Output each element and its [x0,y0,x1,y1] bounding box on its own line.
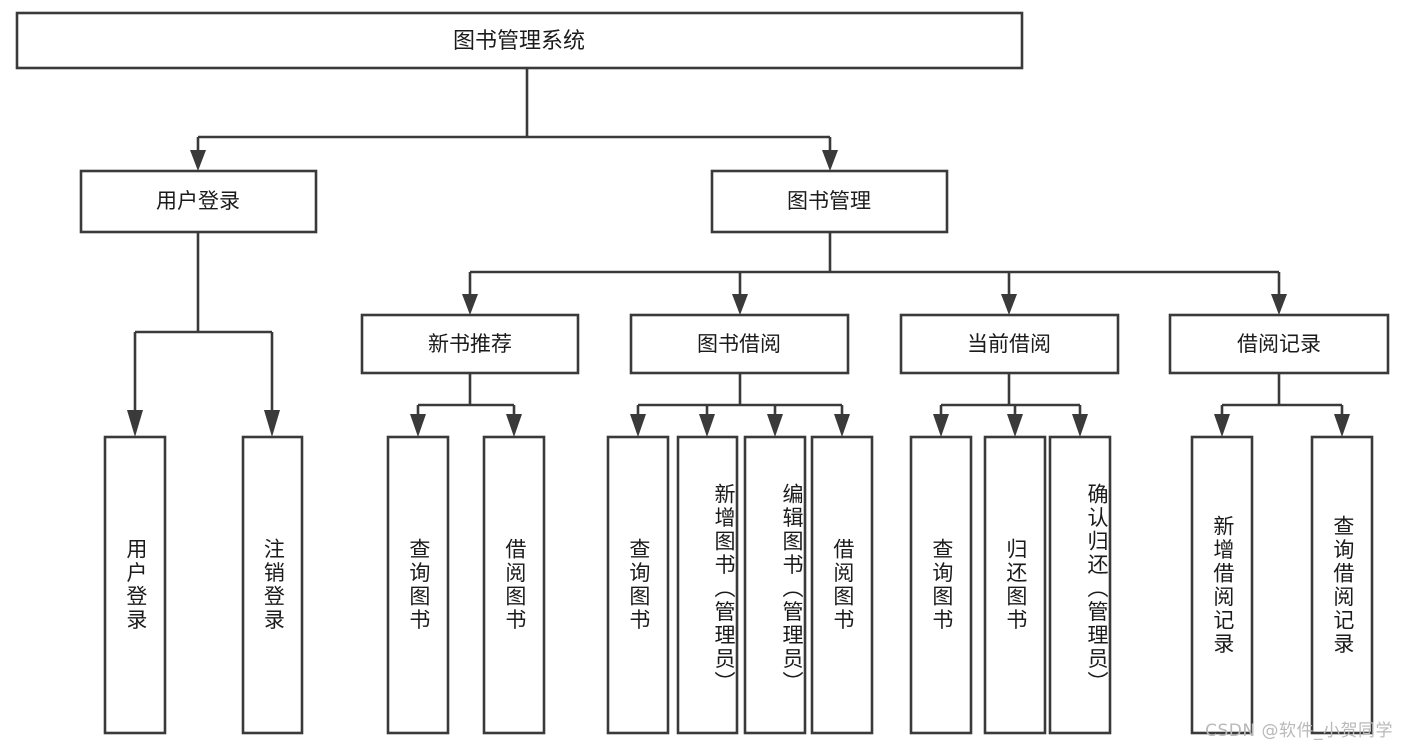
node-leaf-edit-book-box[interactable] [743,435,807,735]
node-user-login-box[interactable] [79,169,318,234]
node-root-box[interactable] [15,11,1024,70]
node-user-login-label: 用户登录 [156,189,240,213]
node-leaf-query-record-box[interactable] [1310,435,1374,735]
leaf-box-layer [103,435,1374,735]
node-book-manage-label: 图书管理 [787,189,871,213]
arrow-head-leaf-query-book-cur [933,414,949,437]
arrow-head-leaf-return-book [1007,414,1023,437]
arrow-head-leaf-query-record [1334,414,1350,437]
node-current-borrow-label: 当前借阅 [967,332,1051,356]
arrow-head-leaf-confirm-return [1072,414,1088,437]
node-new-book-rec-box[interactable] [360,313,580,375]
arrow-head-book-borrow [732,294,748,315]
node-borrow-record-box[interactable] [1168,313,1390,375]
arrow-head-current-borrow [1001,294,1017,315]
arrow-head-leaf-add-record [1214,414,1230,437]
node-book-manage-box[interactable] [710,169,949,234]
node-current-borrow-box[interactable] [899,313,1120,375]
node-leaf-borrow-book-rec-box[interactable] [482,435,546,735]
node-leaf-return-book-box[interactable] [983,435,1047,735]
node-leaf-query-book-rec-box[interactable] [386,435,450,735]
node-leaf-user-logout-box[interactable] [241,435,304,735]
node-book-borrow-box[interactable] [629,313,850,375]
node-leaf-query-book-cur-box[interactable] [909,435,973,735]
node-leaf-add-book-box[interactable] [676,435,739,735]
node-borrow-record[interactable]: 借阅记录 [1168,313,1390,375]
arrow-head-leaf-query-book [630,414,646,437]
node-leaf-confirm-return-box[interactable] [1048,435,1112,735]
arrow-head-leaf-edit-book [767,414,783,437]
arrow-head-leaf-user-logout [264,410,280,437]
node-leaf-add-record-box[interactable] [1190,435,1254,735]
node-leaf-borrow-book-box[interactable] [810,435,874,735]
arrow-head-leaf-borrow-book [834,414,850,437]
node-book-manage[interactable]: 图书管理 [710,169,949,234]
node-borrow-record-label: 借阅记录 [1237,332,1321,356]
node-user-login[interactable]: 用户登录 [79,169,318,234]
node-book-borrow[interactable]: 图书借阅 [629,313,850,375]
connector-layer [127,68,1350,437]
node-root[interactable]: 图书管理系统 [15,11,1024,70]
csdn-watermark: CSDN @软件_小贺同学 [1205,721,1393,741]
arrow-head-leaf-add-book [699,414,715,437]
node-new-book-rec[interactable]: 新书推荐 [360,313,580,375]
node-leaf-user-login-box[interactable] [103,435,167,735]
arrow-head-leaf-query-book-rec [410,414,426,437]
arrow-head-borrow-record [1271,294,1287,315]
node-new-book-rec-label: 新书推荐 [428,332,512,356]
node-leaf-query-book-box[interactable] [606,435,670,735]
arrow-head-new-book-rec [462,294,478,315]
arrow-head-book-manage [822,150,838,171]
arrow-head-leaf-user-login [127,410,143,437]
node-book-borrow-label: 图书借阅 [697,332,781,356]
arrow-head-user-login [190,150,206,171]
node-current-borrow[interactable]: 当前借阅 [899,313,1120,375]
node-root-label: 图书管理系统 [453,29,585,54]
arrow-head-leaf-borrow-book-rec [506,414,522,437]
